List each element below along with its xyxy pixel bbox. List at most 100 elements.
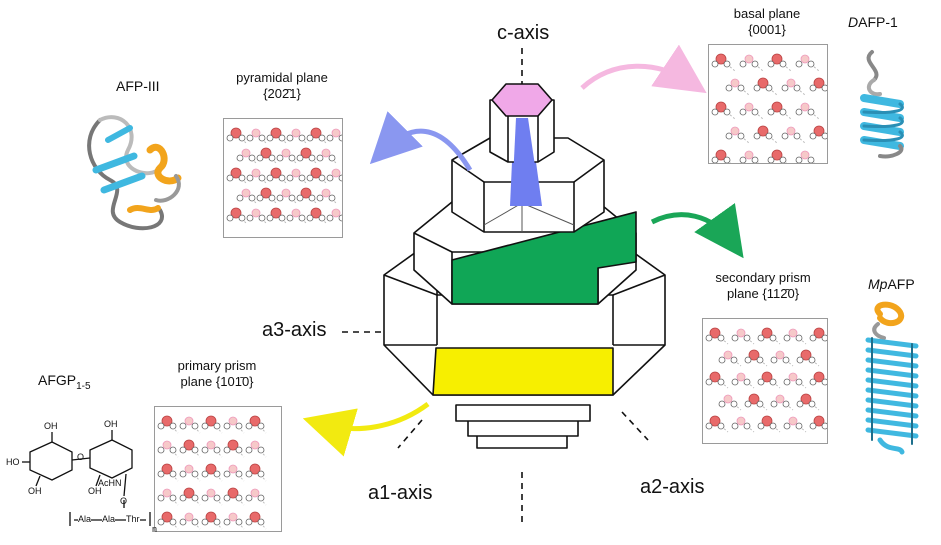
oxygen-atom xyxy=(162,440,172,450)
hydrogen-atom xyxy=(730,356,738,364)
primary-prism-face xyxy=(432,347,614,396)
oxygen-atom xyxy=(771,101,783,113)
hydrogen-atom xyxy=(779,156,787,163)
hydrogen-atom xyxy=(245,446,253,454)
oxygen-atom xyxy=(162,488,172,498)
pyramidal-lattice xyxy=(226,127,342,224)
hydrogen-atom xyxy=(757,378,765,386)
hydrogen-atom xyxy=(213,422,221,430)
secondary-plane-label: secondary prism plane {112̄0} xyxy=(696,270,830,302)
hydrogen-atom xyxy=(201,518,209,526)
hydrogen-atom xyxy=(725,132,733,140)
oxygen-atom xyxy=(813,327,825,339)
afgp-o-thr: O xyxy=(120,496,128,506)
oxygen-atom xyxy=(709,371,721,383)
oxygen-atom xyxy=(786,126,796,136)
hydrogen-atom xyxy=(238,134,246,142)
oxygen-atom xyxy=(744,150,754,160)
oxygen-atom xyxy=(249,463,261,475)
hydrogen-atom xyxy=(191,446,199,454)
oxygen-atom xyxy=(206,440,216,450)
secondary-plane-index: {112̄0} xyxy=(762,286,800,301)
hydrogen-atom xyxy=(169,494,177,502)
hydrogen-atom xyxy=(191,518,199,526)
afgp-thr: Thr xyxy=(126,514,140,524)
afgp-ho: HO xyxy=(6,457,20,467)
hydrogen-atom xyxy=(808,356,816,364)
hydrogen-atom xyxy=(731,378,739,386)
hydrogen-atom xyxy=(770,356,778,364)
afgp-oh-4: OH xyxy=(88,486,102,496)
hydrogen-atom xyxy=(316,194,324,202)
oxygen-atom xyxy=(736,372,746,382)
hydrogen-atom xyxy=(338,134,342,142)
oxygen-atom xyxy=(161,415,173,427)
oxygen-atom xyxy=(281,148,291,158)
hydrogen-atom xyxy=(731,334,739,342)
hydrogen-atom xyxy=(782,400,790,408)
hydrogen-atom xyxy=(278,134,286,142)
hydrogen-atom xyxy=(191,470,199,478)
hydrogen-atom xyxy=(257,446,265,454)
hydrogen-atom xyxy=(711,108,719,116)
secondary-plane-panel xyxy=(702,318,828,444)
oxygen-atom xyxy=(788,372,798,382)
oxygen-atom xyxy=(291,128,301,138)
hydrogen-atom xyxy=(257,470,265,478)
hydrogen-atom xyxy=(739,156,747,163)
hydrogen-atom xyxy=(743,378,751,386)
oxygen-atom xyxy=(788,416,798,426)
hydrogen-atom xyxy=(191,494,199,502)
hydrogen-atom xyxy=(238,174,246,182)
mpafp-label-rest: AFP xyxy=(887,276,915,292)
hydrogen-atom xyxy=(157,446,165,454)
oxygen-atom xyxy=(249,511,261,523)
hydrogen-atom xyxy=(257,494,265,502)
afgp-structure xyxy=(22,430,151,526)
afgp-o-link: O xyxy=(77,452,85,462)
hydrogen-atom xyxy=(298,214,306,222)
hydrogen-atom xyxy=(226,174,234,182)
hydrogen-atom xyxy=(248,154,256,162)
oxygen-atom xyxy=(813,371,825,383)
oxygen-atom xyxy=(300,187,312,199)
oxygen-atom xyxy=(250,488,260,498)
hydrogen-atom xyxy=(236,154,244,162)
pyramidal-plane-name: pyramidal plane xyxy=(236,70,328,85)
basal-plane-index: {0001} xyxy=(748,22,786,37)
oxygen-atom xyxy=(771,53,783,65)
oxygen-atom xyxy=(813,77,825,89)
hydrogen-atom xyxy=(169,422,177,430)
hydrogen-atom xyxy=(326,174,334,182)
hydrogen-atom xyxy=(809,422,817,430)
oxygen-atom xyxy=(800,349,812,361)
hydrogen-atom xyxy=(286,174,294,182)
ice-crystal xyxy=(383,83,666,449)
hydrogen-atom xyxy=(201,470,209,478)
hydrogen-atom xyxy=(705,334,713,342)
crystal-tier-bottom-3 xyxy=(476,434,568,449)
oxygen-atom xyxy=(331,128,341,138)
basal-plane-name: basal plane xyxy=(733,6,801,21)
hydrogen-atom xyxy=(306,174,314,182)
hydrogen-atom xyxy=(278,214,286,222)
primary-plane-name: primary prism xyxy=(177,358,257,373)
pyramidal-arrow xyxy=(369,111,473,172)
hydrogen-atom xyxy=(256,154,264,162)
oxygen-atom xyxy=(723,350,733,360)
hydrogen-atom xyxy=(779,60,787,68)
hydrogen-atom xyxy=(711,156,719,163)
oxygen-atom xyxy=(228,416,238,426)
hydrogen-atom xyxy=(278,174,286,182)
hydrogen-atom xyxy=(191,422,199,430)
hydrogen-atom xyxy=(737,132,745,140)
oxygen-atom xyxy=(230,167,242,179)
hydrogen-atom xyxy=(795,378,803,386)
hydrogen-atom xyxy=(328,154,336,162)
hydrogen-atom xyxy=(266,174,274,182)
oxygen-atom xyxy=(786,78,796,88)
hydrogen-atom xyxy=(258,174,266,182)
hydrogen-atom xyxy=(807,108,815,116)
hydrogen-atom xyxy=(308,194,316,202)
hydrogen-atom xyxy=(751,60,759,68)
